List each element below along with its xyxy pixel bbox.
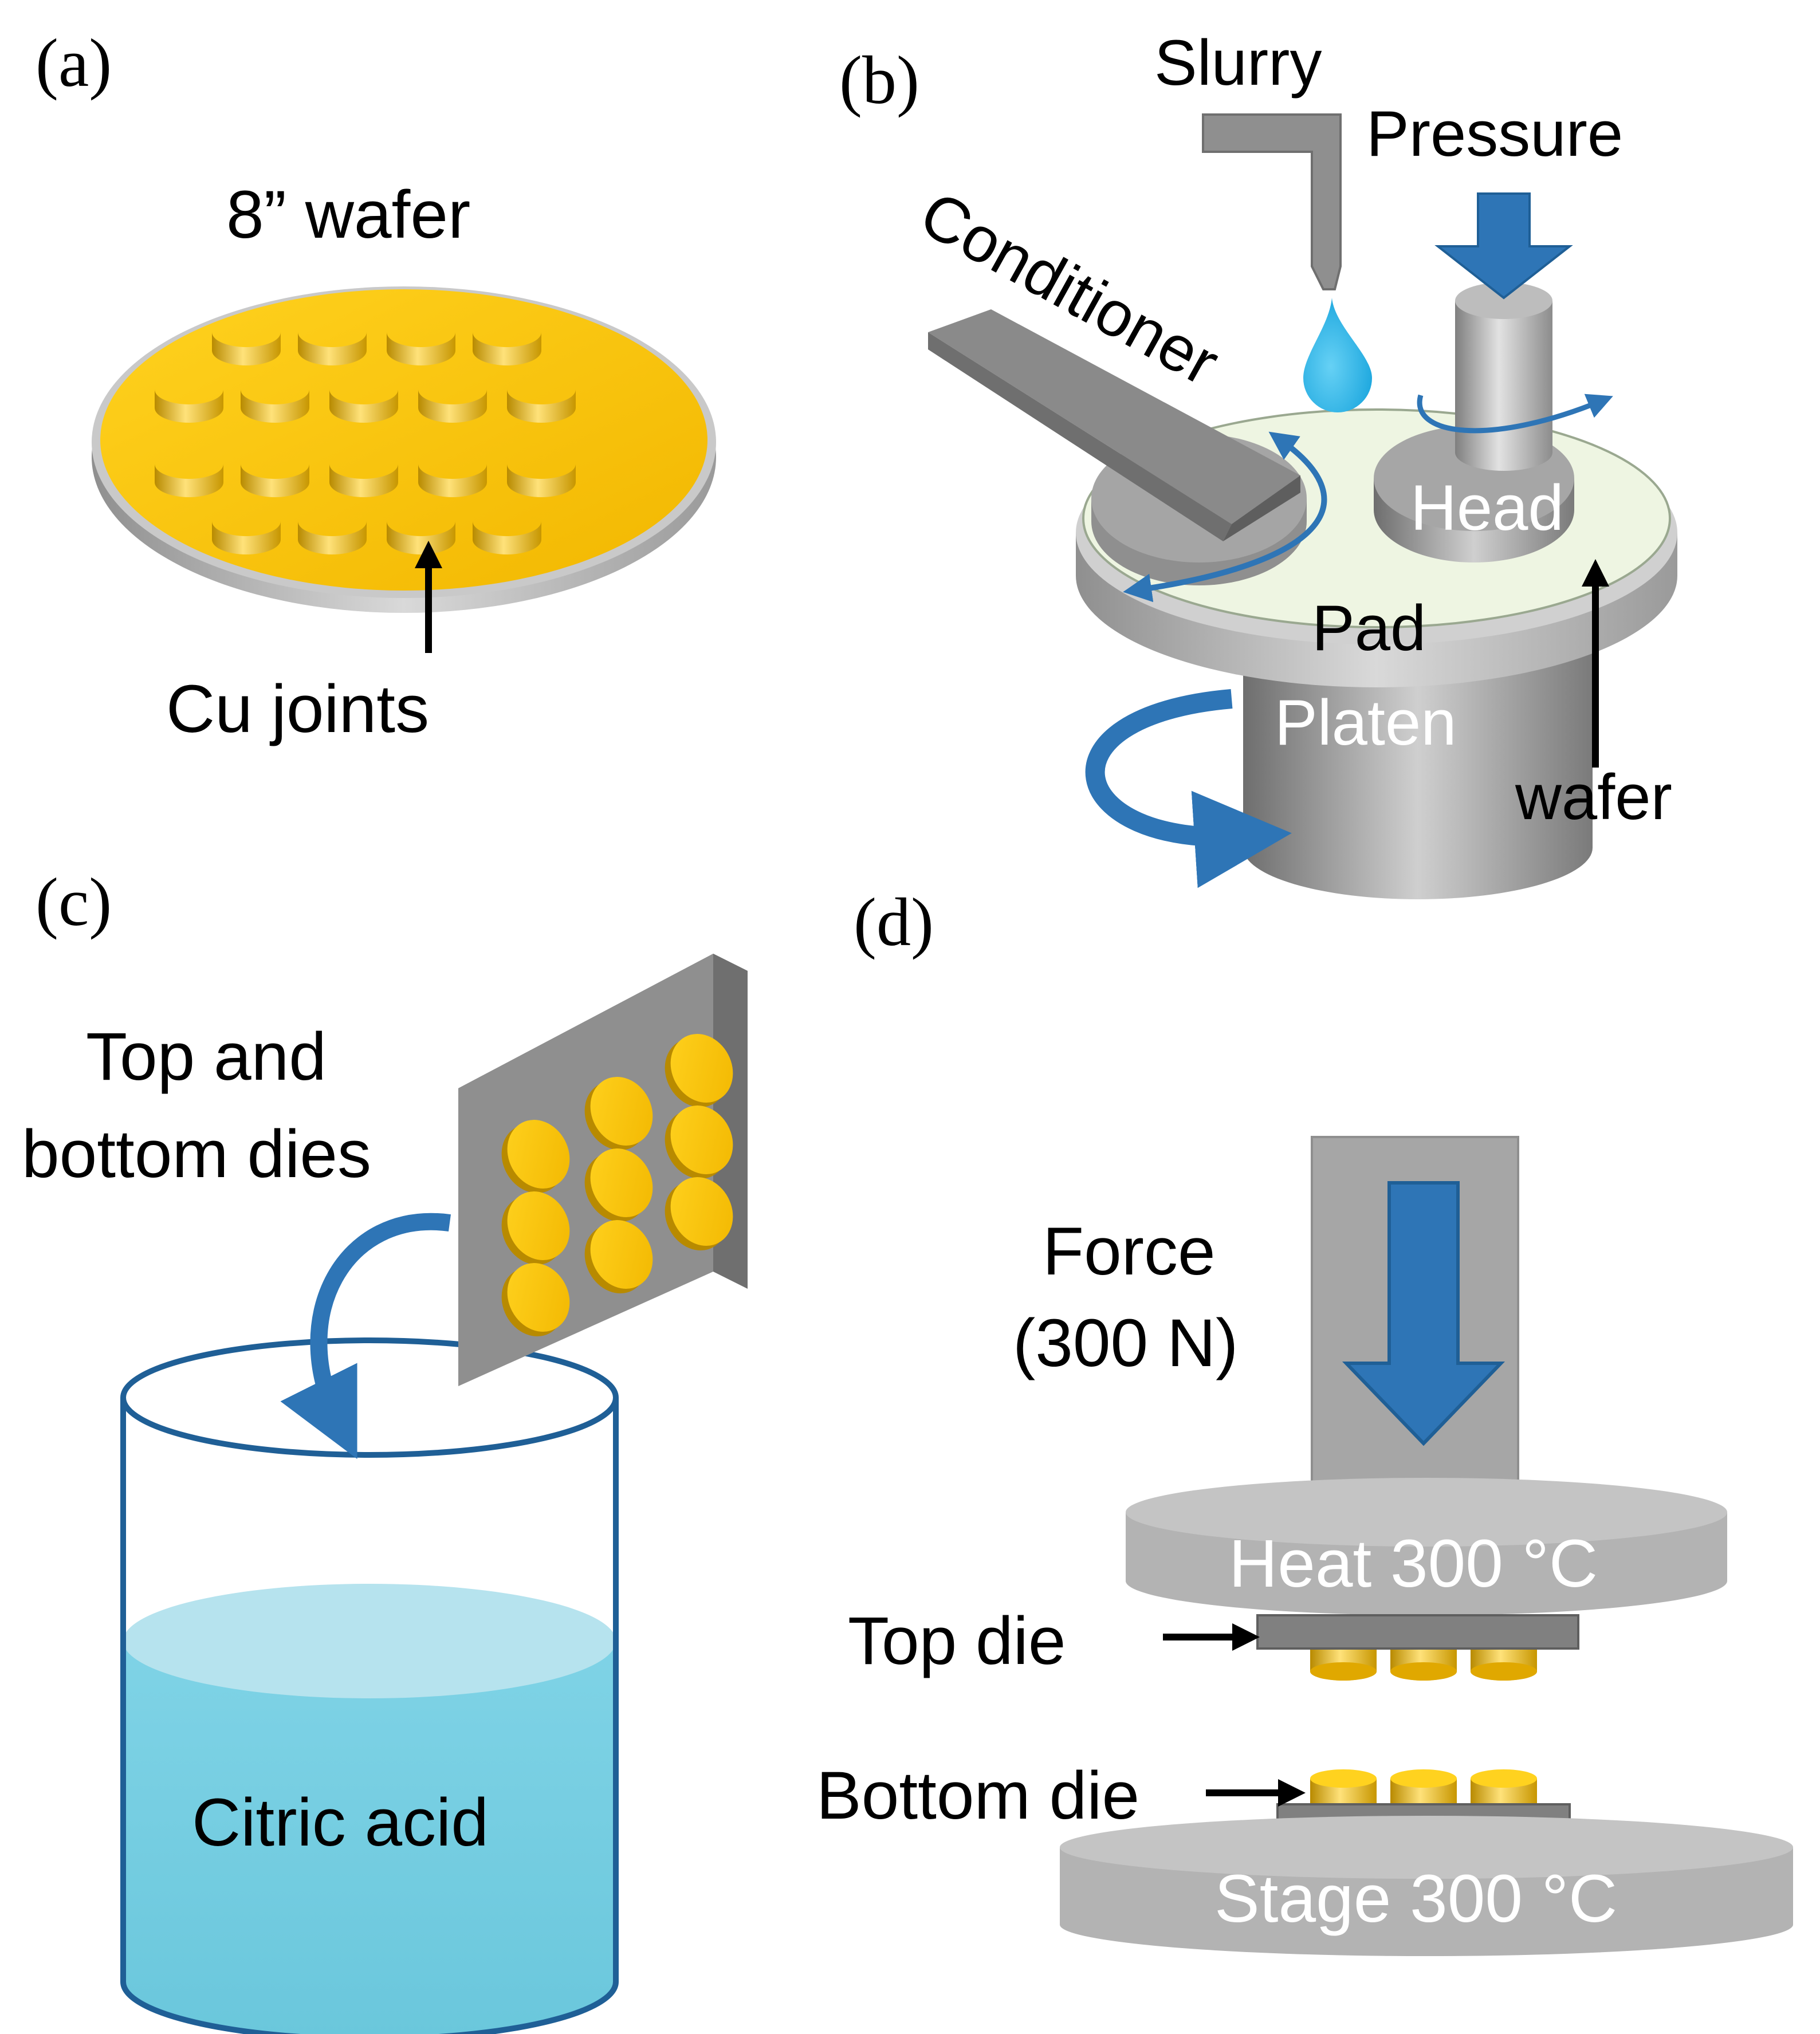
bonder-icon: Force (300 N) Heat 300 °C Top die Bottom… xyxy=(816,1136,1793,1956)
cu-joint xyxy=(507,390,576,423)
top-die-label: Top die xyxy=(848,1603,1066,1679)
pad-label: Pad xyxy=(1312,592,1426,664)
top-die xyxy=(1256,1614,1579,1650)
cu-joint xyxy=(212,521,281,554)
die-plate xyxy=(458,954,748,1386)
citric-acid-label: Citric acid xyxy=(192,1785,489,1860)
cu-joint xyxy=(155,390,223,423)
dies-label-line1: Top and xyxy=(86,1019,327,1095)
die-pad xyxy=(584,1220,653,1293)
die-pad xyxy=(501,1120,570,1193)
cu-joint xyxy=(298,521,367,554)
conditioner-rotation-arrow xyxy=(1123,431,1327,603)
platen-rotation-arrow xyxy=(1085,689,1292,888)
bottom-die-label: Bottom die xyxy=(816,1758,1139,1834)
head-rotation-arrow xyxy=(1417,394,1613,434)
wafer-size-label: 8” wafer xyxy=(226,177,470,253)
die-pad xyxy=(665,1034,733,1107)
head-spindle xyxy=(1455,301,1552,471)
cu-joint xyxy=(329,390,398,423)
solder-bump xyxy=(1390,1650,1457,1681)
die-pad xyxy=(665,1177,733,1250)
panel-a-letter: (a) xyxy=(36,25,112,101)
cu-joint xyxy=(212,332,281,365)
heated-stage xyxy=(1060,1816,1793,1879)
cu-joint xyxy=(298,332,367,365)
wafer-label: wafer xyxy=(1515,761,1672,833)
cu-joint xyxy=(473,521,541,554)
slurry-droplet xyxy=(1303,298,1372,412)
citric-acid-surface xyxy=(123,1584,616,1698)
force-label-line1: Force xyxy=(1043,1214,1216,1289)
citric-acid-liquid xyxy=(123,1641,616,2034)
heater-block xyxy=(1126,1478,1727,1547)
solder-bump xyxy=(1471,1650,1537,1681)
top-die-bumps xyxy=(1310,1650,1537,1681)
head-label: Head xyxy=(1410,472,1564,544)
panel-a: (a) 8” wafer Cu joints xyxy=(36,25,716,747)
cu-joint xyxy=(473,332,541,365)
panel-c-letter: (c) xyxy=(36,864,112,940)
cu-joint xyxy=(241,464,309,497)
dies-label-line2: bottom dies xyxy=(22,1116,371,1192)
die-pad xyxy=(501,1191,570,1265)
cmp-machine-icon: Conditioner Head Pad Platen wafer xyxy=(909,113,1677,899)
panel-c: (c) Top and bottom dies Citric acid xyxy=(22,864,748,2034)
cu-joint xyxy=(418,464,487,497)
solder-bump xyxy=(1310,1650,1377,1681)
heat-label: Heat 300 °C xyxy=(1229,1526,1598,1602)
beaker-wall xyxy=(120,1398,619,2034)
beaker-rim xyxy=(120,1337,619,1458)
die-pad xyxy=(584,1148,653,1222)
force-arrow xyxy=(1342,1181,1505,1446)
panel-d: (d) Force (300 N) Heat 300 °C Top die Bo… xyxy=(816,884,1793,1956)
cu-joint xyxy=(155,464,223,497)
beaker-icon: Citric acid xyxy=(120,1337,619,2034)
slurry-nozzle xyxy=(1202,113,1342,290)
cu-joints-label: Cu joints xyxy=(166,671,429,747)
die-pad xyxy=(501,1263,570,1336)
platen-body xyxy=(1243,653,1593,899)
cu-joint xyxy=(329,464,398,497)
stage-label: Stage 300 °C xyxy=(1214,1861,1617,1937)
wafer-icon xyxy=(92,286,716,613)
panel-d-letter: (d) xyxy=(854,884,934,960)
pressure-arrow xyxy=(1434,192,1573,300)
cu-joint xyxy=(241,390,309,423)
dip-arrow xyxy=(280,1213,451,1459)
die-pad xyxy=(584,1077,653,1150)
cu-joint xyxy=(507,464,576,497)
panel-b-letter: (b) xyxy=(839,42,919,118)
die-pad xyxy=(665,1105,733,1179)
pressure-label: Pressure xyxy=(1366,98,1623,170)
cu-joint xyxy=(387,332,455,365)
cu-joint xyxy=(418,390,487,423)
panel-b: (b) Slurry Pressure Conditioner xyxy=(839,27,1677,899)
platen-label: Platen xyxy=(1275,687,1457,758)
die-copper-pads xyxy=(501,1034,733,1336)
force-label-line2: (300 N) xyxy=(1013,1305,1238,1381)
slurry-label: Slurry xyxy=(1154,27,1322,99)
